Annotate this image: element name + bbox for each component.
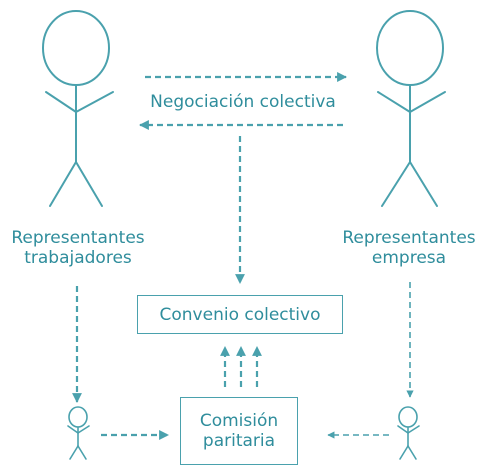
collective-agreement-box: Convenio colectivo xyxy=(137,295,343,334)
company-representative-figure-icon xyxy=(376,10,446,207)
small-company-figure-icon xyxy=(397,406,420,460)
negotiation-label: Negociación colectiva xyxy=(150,92,336,112)
small-worker-figure-icon xyxy=(67,406,90,460)
company-representatives-label: Representantes empresa xyxy=(334,228,484,268)
company-label-line2: empresa xyxy=(371,248,447,268)
company-label-line1: Representantes xyxy=(342,228,476,248)
commission-label-line2: paritaria xyxy=(202,431,276,451)
collective-agreement-label: Convenio colectivo xyxy=(159,304,321,325)
workers-label-line2: trabajadores xyxy=(24,248,132,268)
workers-representatives-label: Representantes trabajadores xyxy=(0,228,156,268)
worker-representative-figure-icon xyxy=(42,10,114,207)
commission-label-line1: Comisión xyxy=(199,411,279,431)
joint-commission-box: Comisión paritaria xyxy=(180,397,298,465)
workers-label-line1: Representantes xyxy=(11,228,145,248)
